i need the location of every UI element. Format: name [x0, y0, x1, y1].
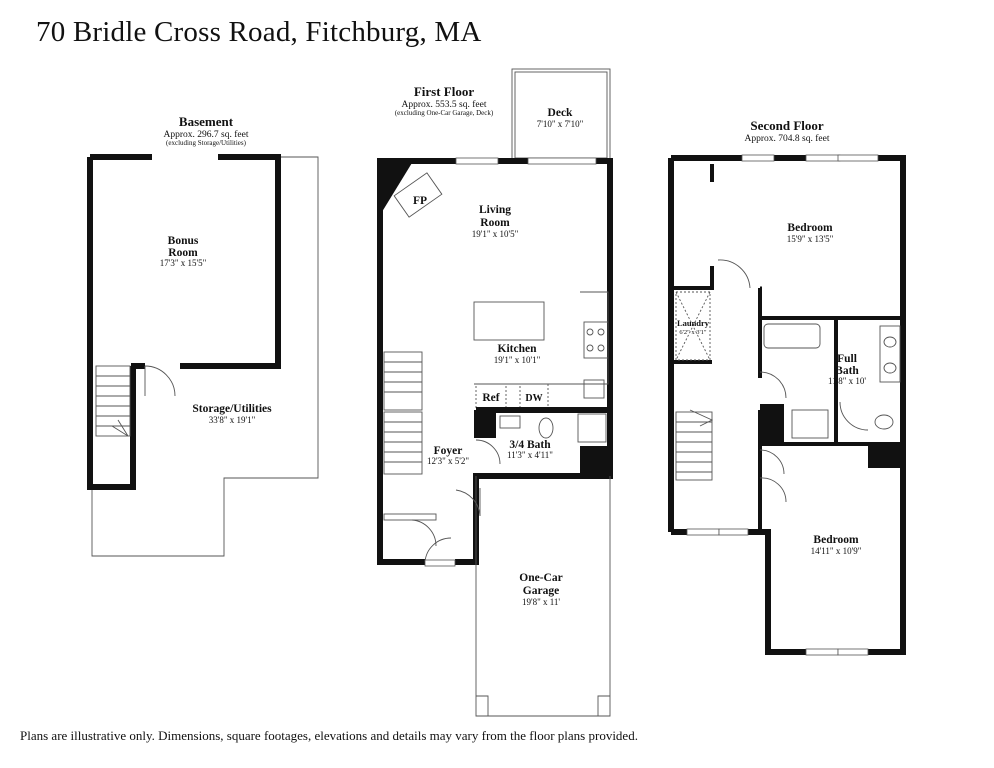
- bath-vanity: [499, 415, 521, 429]
- garage-name-2: Garage: [523, 585, 559, 597]
- basement-door: [144, 365, 176, 397]
- bath-name: 3/4 Bath: [509, 439, 551, 451]
- second-floor-title: Second Floor: [750, 118, 824, 133]
- foyer-dim: 12'3" x 5'2": [427, 456, 469, 466]
- disclaimer: Plans are illustrative only. Dimensions,…: [20, 728, 638, 743]
- deck-name: Deck: [548, 107, 574, 119]
- laundry-dim: 6'2" x 3'1": [679, 329, 706, 336]
- bath-dim: 11'3" x 4'11": [507, 450, 553, 460]
- bonus-room-name-2: Room: [168, 247, 198, 259]
- kitchen-island: [473, 301, 545, 341]
- fireplace: [393, 172, 443, 218]
- page-title: 70 Bridle Cross Road, Fitchburg, MA: [36, 16, 482, 48]
- fireplace-label: FP: [413, 195, 427, 207]
- ref-label: Ref: [482, 392, 499, 404]
- toilet-2: [874, 414, 894, 430]
- storage-outline: [91, 156, 319, 557]
- toilet: [538, 417, 554, 439]
- second-floor-area: Approx. 704.8 sq. feet: [745, 133, 830, 144]
- full-bath-name-1: Full: [837, 353, 857, 365]
- double-vanity: [879, 325, 901, 383]
- basement-area: Approx. 296.7 sq. feet: [164, 129, 249, 140]
- first-floor-walls: [377, 158, 613, 565]
- garage-dim: 19'8" x 11': [522, 597, 560, 607]
- deck-dim: 7'10" x 7'10": [537, 119, 584, 129]
- kitchen-dim: 19'1" x 10'1": [494, 355, 541, 365]
- living-room-name-2: Room: [480, 217, 510, 229]
- garage-name-1: One-Car: [519, 572, 562, 584]
- bedroom-2-name: Bedroom: [813, 534, 859, 546]
- first-floor-area: Approx. 553.5 sq. feet: [402, 99, 487, 110]
- fireplace-corner: [377, 158, 415, 220]
- first-floor-stairs: [383, 351, 423, 475]
- basement-stairs: [95, 365, 131, 437]
- dw-label: DW: [525, 393, 542, 404]
- second-floor-plan: Second Floor Approx. 704.8 sq. feet Laun…: [668, 118, 906, 656]
- bedroom-1-name: Bedroom: [787, 222, 833, 234]
- laundry-name: Laundry: [677, 318, 710, 328]
- kitchen-name: Kitchen: [498, 343, 538, 355]
- bonus-room-walls: [87, 154, 281, 490]
- laundry-closet: [675, 291, 711, 361]
- first-floor-plan: First Floor Approx. 553.5 sq. feet (excl…: [377, 68, 613, 717]
- cooktop: [583, 321, 609, 359]
- first-floor-note: (excluding One-Car Garage, Deck): [395, 109, 494, 117]
- basement-title: Basement: [179, 114, 234, 129]
- shower-2: [791, 409, 829, 439]
- foyer-name: Foyer: [434, 445, 463, 457]
- full-bath-dim: 11'8" x 10': [828, 376, 866, 386]
- garage-outline: [475, 476, 611, 717]
- basement-plan: Basement Approx. 296.7 sq. feet (excludi…: [87, 114, 319, 557]
- full-bath-name-2: Bath: [835, 365, 859, 377]
- basement-note: (excluding Storage/Utilities): [166, 139, 247, 147]
- second-floor-stairs: [675, 409, 714, 481]
- storage-name: Storage/Utilities: [192, 403, 272, 415]
- first-floor-title: First Floor: [414, 84, 475, 99]
- shower: [577, 413, 607, 443]
- bonus-room-dim: 17'3" x 15'5": [160, 258, 207, 268]
- bedroom-1-dim: 15'9" x 13'5": [787, 234, 834, 244]
- bathtub: [763, 323, 821, 349]
- bedroom-2-dim: 14'11" x 10'9": [811, 546, 862, 556]
- storage-dim: 33'8" x 19'1": [209, 415, 256, 425]
- kitchen-sink: [583, 379, 605, 399]
- living-room-dim: 19'1" x 10'5": [472, 229, 519, 239]
- bonus-room-name-1: Bonus: [168, 235, 199, 247]
- living-room-name-1: Living: [479, 204, 511, 216]
